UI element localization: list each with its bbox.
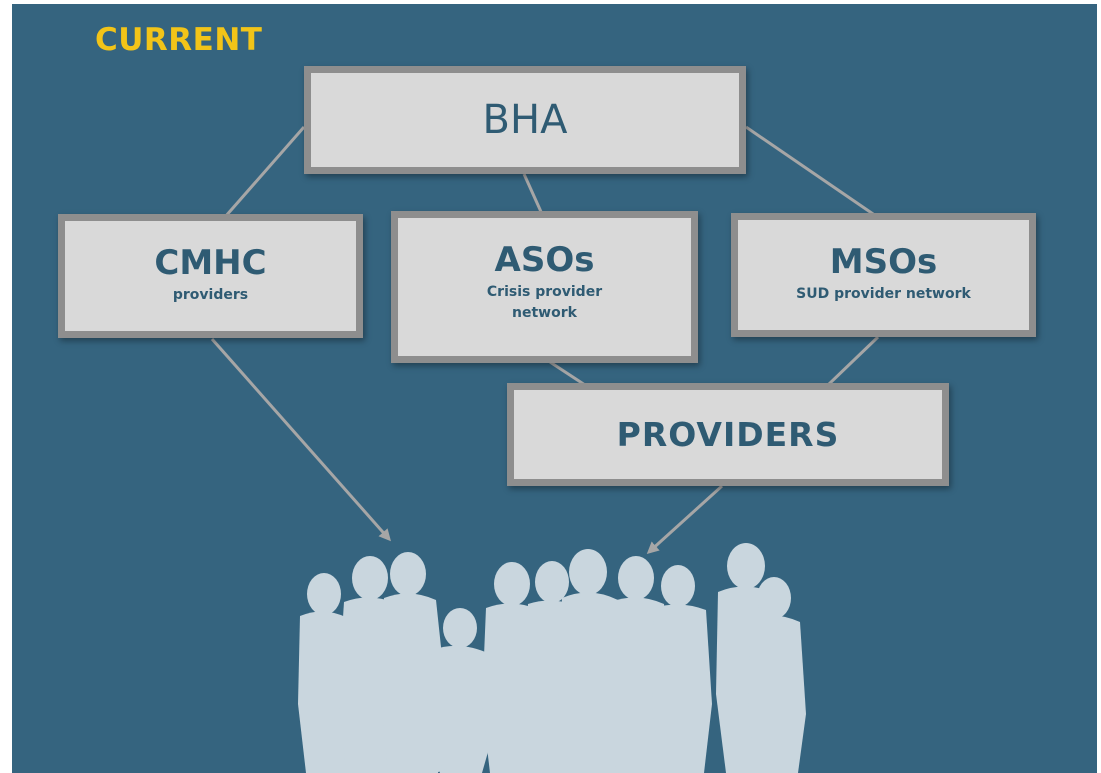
node-bha-label: BHA	[482, 97, 568, 143]
arrow-providers-people	[646, 484, 724, 555]
node-msos: MSOs SUD provider network	[731, 213, 1036, 337]
diagram-heading: CURRENT	[95, 22, 263, 58]
node-msos-label: MSOs	[829, 242, 938, 282]
edge-bha-cmhc	[223, 126, 306, 218]
node-providers: PROVIDERS	[507, 383, 949, 486]
node-cmhc-sub: providers	[172, 287, 249, 303]
edge-msos-providers	[826, 335, 880, 387]
edge-bha-msos	[745, 125, 877, 218]
node-providers-label: PROVIDERS	[616, 414, 840, 454]
node-cmhc-label: CMHC	[154, 243, 267, 283]
node-cmhc: CMHC providers	[58, 214, 363, 338]
node-bha: BHA	[304, 66, 746, 174]
node-msos-sub: SUD provider network	[796, 286, 971, 302]
edge-asos-providers	[549, 360, 586, 387]
diagram-slide: CURRENT BHA CMHC providers ASOs Crisis p…	[12, 4, 1097, 773]
crowd-silhouette-icon	[298, 543, 806, 773]
edge-bha-asos	[522, 173, 544, 215]
connector-lines	[210, 125, 880, 555]
node-asos-label: ASOs	[494, 240, 595, 280]
arrow-cmhc-people	[210, 338, 391, 542]
node-asos-sub-line1: Crisis provider	[486, 284, 603, 300]
node-asos: ASOs Crisis provider network	[391, 211, 698, 363]
node-asos-sub-line2: network	[512, 305, 577, 321]
